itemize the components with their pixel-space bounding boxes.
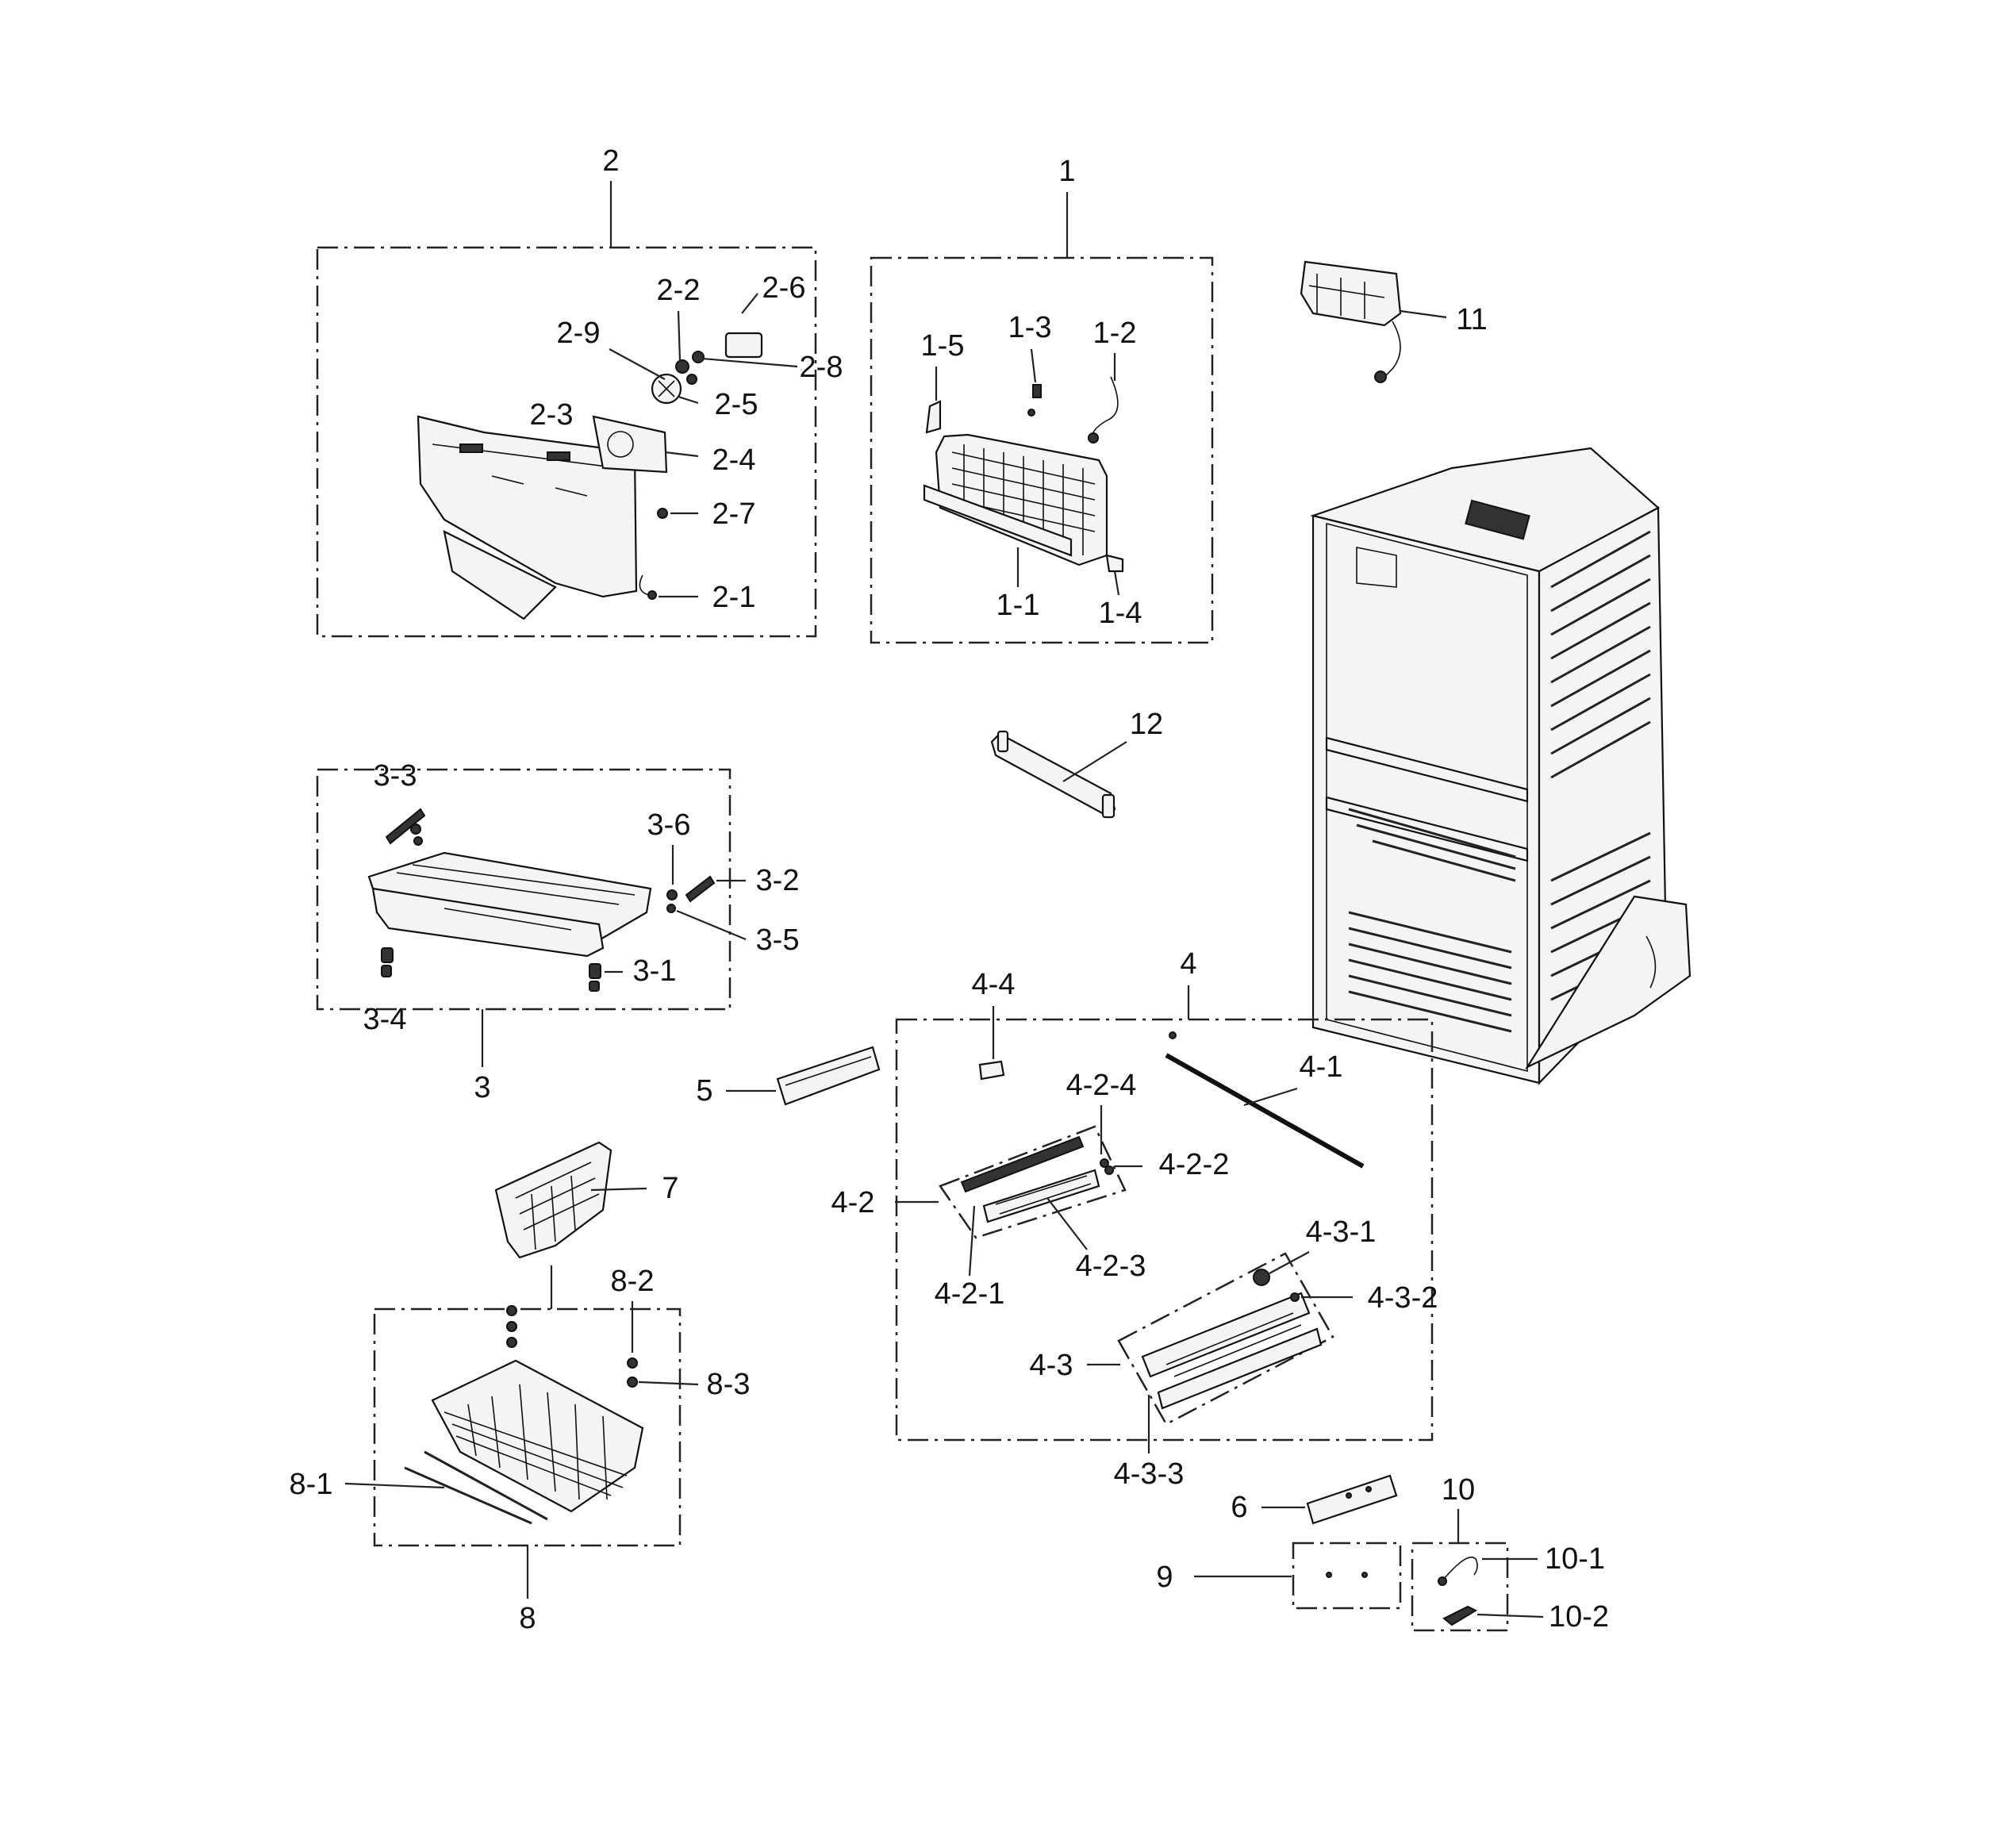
callout-2-9: 2-9 [557, 317, 601, 350]
callout-8-3: 8-3 [707, 1368, 751, 1401]
part-6: 6 [1231, 1474, 1398, 1525]
callout-2-3: 2-3 [530, 398, 574, 432]
freezer-drawer [367, 851, 652, 958]
group-3-box [316, 768, 732, 1011]
part-12: 12 [990, 708, 1163, 819]
callout-2-5: 2-5 [715, 388, 758, 421]
callout-4: 4 [1180, 947, 1196, 981]
sensor-wire [1092, 376, 1119, 441]
callout-4-3-1: 4-3-1 [1306, 1215, 1377, 1249]
callout-7: 7 [662, 1172, 678, 1205]
callout-4-2-2: 4-2-2 [1159, 1148, 1230, 1181]
group-3: 3-3 3-6 3-2 3-5 3-1 3-4 3 [316, 759, 800, 1104]
rod [1165, 1053, 1365, 1169]
callout-4-2: 4-2 [831, 1186, 875, 1219]
group-10-box [1411, 1542, 1509, 1632]
part-9: 9 [1156, 1542, 1402, 1610]
callout-3: 3 [474, 1071, 490, 1104]
fan-plate [592, 415, 668, 474]
callout-8-2: 8-2 [611, 1265, 655, 1298]
callout-8-1: 8-1 [290, 1468, 333, 1501]
callout-2-6: 2-6 [762, 271, 806, 305]
group-1-box [870, 256, 1214, 644]
callout-2-2: 2-2 [657, 274, 701, 307]
group-9-box [1292, 1542, 1402, 1610]
callout-3-4: 3-4 [363, 1003, 407, 1036]
connector [1442, 1605, 1478, 1626]
callout-3-1: 3-1 [633, 954, 677, 988]
callout-4-1: 4-1 [1300, 1050, 1343, 1084]
evaporator [923, 433, 1108, 566]
rail-right [685, 875, 716, 903]
freezer-basket [431, 1359, 644, 1513]
callout-4-3-3: 4-3-3 [1114, 1457, 1185, 1491]
callout-4-2-3: 4-2-3 [1076, 1250, 1146, 1283]
fan-cover-panel [417, 415, 638, 620]
callout-1-2: 1-2 [1093, 317, 1137, 350]
callout-3-3: 3-3 [374, 759, 417, 793]
callout-1-3: 1-3 [1008, 311, 1052, 344]
callout-1: 1 [1058, 155, 1075, 188]
callout-4-2-4: 4-2-4 [1066, 1069, 1137, 1102]
callout-2: 2 [602, 144, 619, 178]
callout-10-1: 10-1 [1545, 1542, 1605, 1576]
rail-8-1a [404, 1466, 532, 1525]
callout-3-2: 3-2 [756, 864, 800, 897]
rail-8-1b [424, 1450, 548, 1521]
stopper [978, 1060, 1005, 1081]
rail-left [385, 808, 426, 845]
fan-motor [639, 332, 763, 600]
refrigerator-cabinet [1310, 447, 1692, 1085]
part-7: 7 [494, 1141, 679, 1309]
group-8: 8-2 8-3 8-1 8 [290, 1265, 751, 1635]
callout-3-5: 3-5 [756, 923, 800, 957]
group-4-box [895, 1018, 1434, 1442]
group-4: 4 4-4 4-1 4-2 4-2-4 4-2-2 4-2-3 4-2-1 [831, 947, 1438, 1491]
callout-3-6: 3-6 [647, 808, 691, 842]
part-11: 11 [1300, 260, 1488, 383]
callout-10-2: 10-2 [1549, 1600, 1609, 1634]
callout-10: 10 [1442, 1473, 1475, 1507]
callout-1-1: 1-1 [996, 589, 1040, 622]
group-2: 2 2-2 2-6 2-9 2-8 2-3 [316, 144, 843, 638]
callout-2-8: 2-8 [800, 351, 843, 384]
callout-2-7: 2-7 [712, 497, 756, 531]
group-4-3-box [1117, 1252, 1334, 1426]
callout-1-5: 1-5 [921, 329, 965, 363]
fuse [925, 400, 942, 434]
callout-4-3: 4-3 [1030, 1349, 1073, 1382]
callout-11: 11 [1456, 303, 1487, 336]
part-5: 5 [696, 1046, 881, 1108]
group-1: 1 1-5 1-3 1-2 1-1 1-4 [870, 155, 1214, 644]
callout-8: 8 [519, 1602, 536, 1635]
callout-2-1: 2-1 [712, 581, 756, 614]
callout-1-4: 1-4 [1099, 597, 1142, 630]
callout-2-4: 2-4 [712, 443, 756, 477]
callout-5: 5 [696, 1074, 712, 1108]
group-2-box [316, 246, 817, 638]
callout-12: 12 [1130, 708, 1163, 741]
wire [1443, 1557, 1478, 1580]
group-10: 10 10-1 10-2 [1411, 1473, 1609, 1634]
group-4-2-box [939, 1125, 1127, 1239]
callout-4-4: 4-4 [972, 968, 1016, 1001]
clip [1105, 554, 1124, 573]
callout-4-3-2: 4-3-2 [1368, 1281, 1438, 1315]
callout-9: 9 [1156, 1561, 1173, 1594]
callout-4-2-1: 4-2-1 [935, 1277, 1005, 1311]
callout-6: 6 [1231, 1491, 1247, 1524]
